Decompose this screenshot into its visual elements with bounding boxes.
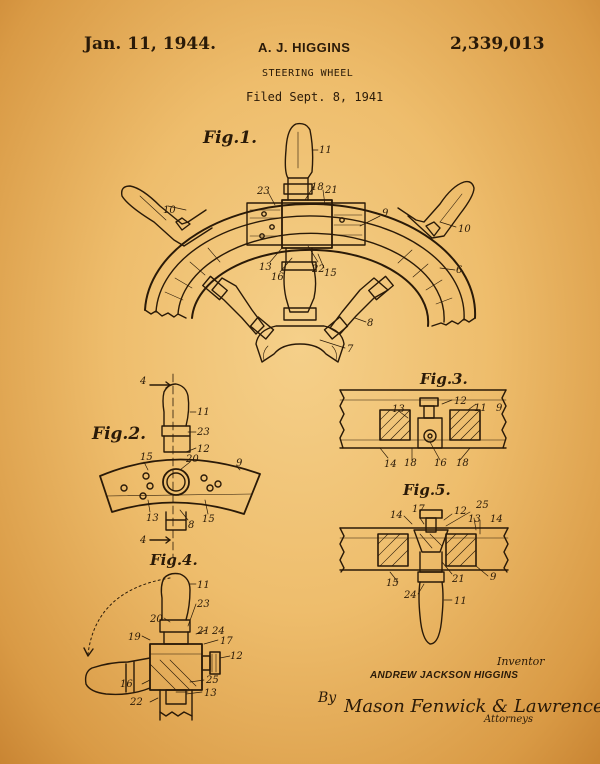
figure-2-title: Fig.2. xyxy=(91,424,146,444)
ref-12: 12 xyxy=(230,651,243,662)
ref-17: 17 xyxy=(412,504,425,515)
ref-20: 20 xyxy=(149,614,163,625)
figure-2-drawing xyxy=(99,373,261,559)
ref-11: 11 xyxy=(319,145,332,156)
patent-number: 2,339,013 xyxy=(450,34,545,54)
figure-4-title: Fig.4. xyxy=(149,551,198,569)
ref-6: 6 xyxy=(456,265,463,276)
ref-9: 9 xyxy=(496,403,503,414)
ref-14: 14 xyxy=(390,510,403,521)
figure-4-drawing xyxy=(83,572,231,721)
ref-25: 25 xyxy=(205,675,219,686)
ref-25: 25 xyxy=(475,500,489,511)
ref-8: 8 xyxy=(188,520,194,531)
ref-12: 12 xyxy=(197,444,210,455)
ref-15: 15 xyxy=(324,268,337,279)
ref-4: 4 xyxy=(139,535,146,546)
ref-15: 15 xyxy=(202,514,215,525)
ref-12: 12 xyxy=(454,506,467,517)
figure-5-title: Fig.5. xyxy=(402,481,451,499)
ref-10: 10 xyxy=(163,205,176,216)
ref-23: 23 xyxy=(196,599,210,610)
figure-3-title: Fig.3. xyxy=(419,370,468,388)
ref-12: 12 xyxy=(454,396,467,407)
ref-24: 24 xyxy=(403,590,417,601)
figure-1-title: Fig.1. xyxy=(202,128,257,148)
ref-4: 4 xyxy=(139,376,146,387)
ref-19: 19 xyxy=(128,632,141,643)
ref-20: 20 xyxy=(185,454,199,465)
ref-14: 14 xyxy=(490,514,503,525)
ref-22: 22 xyxy=(129,697,143,708)
patent-date: Jan. 11, 1944. xyxy=(84,34,216,54)
ref-13: 13 xyxy=(146,513,159,524)
ref-10: 10 xyxy=(458,224,471,235)
ref-9: 9 xyxy=(382,208,389,219)
ref-15: 15 xyxy=(140,452,153,463)
inventor-header: A. J. HIGGINS xyxy=(258,40,351,55)
ref-11: 11 xyxy=(454,596,467,607)
ref-23: 23 xyxy=(196,427,210,438)
ref-15: 15 xyxy=(386,578,399,589)
figure-3-drawing xyxy=(339,389,507,461)
filed-date: Filed Sept. 8, 1941 xyxy=(246,90,384,104)
ref-11: 11 xyxy=(197,407,210,418)
ref-18: 18 xyxy=(404,458,417,469)
ref-13: 13 xyxy=(392,404,405,415)
inventor-name: ANDREW JACKSON HIGGINS xyxy=(370,670,519,681)
ref-9: 9 xyxy=(236,458,243,469)
ref-22: 22 xyxy=(311,264,325,275)
reference-numerals: 11 10 10 9 6 8 7 23 18 21 13 16 22 15 4 … xyxy=(120,145,503,708)
ref-21: 21 xyxy=(196,626,210,637)
ref-23: 23 xyxy=(256,186,270,197)
by-label: By xyxy=(318,690,337,706)
ref-13: 13 xyxy=(204,688,217,699)
figure-1-drawing xyxy=(120,122,477,363)
ref-21: 21 xyxy=(324,185,338,196)
ref-18: 18 xyxy=(456,458,469,469)
attorneys-label: Attorneys xyxy=(484,714,534,725)
attorney-signature: Mason Fenwick & Lawrence xyxy=(343,696,600,717)
ref-16: 16 xyxy=(271,272,284,283)
ref-9: 9 xyxy=(490,572,497,583)
ref-13: 13 xyxy=(259,262,272,273)
patent-title: STEERING WHEEL xyxy=(262,68,354,79)
ref-13: 13 xyxy=(468,514,481,525)
ref-24: 24 xyxy=(211,626,225,637)
ref-8: 8 xyxy=(367,318,373,329)
ref-16: 16 xyxy=(120,679,133,690)
inventor-role: Inventor xyxy=(497,655,545,668)
ref-18: 18 xyxy=(311,182,324,193)
ref-17: 17 xyxy=(220,636,233,647)
ref-11: 11 xyxy=(197,580,210,591)
ref-21: 21 xyxy=(451,574,465,585)
ref-16: 16 xyxy=(434,458,447,469)
ref-7: 7 xyxy=(347,344,354,355)
ref-11: 11 xyxy=(474,403,487,414)
ref-14: 14 xyxy=(384,459,397,470)
figure-5-drawing xyxy=(339,509,509,645)
